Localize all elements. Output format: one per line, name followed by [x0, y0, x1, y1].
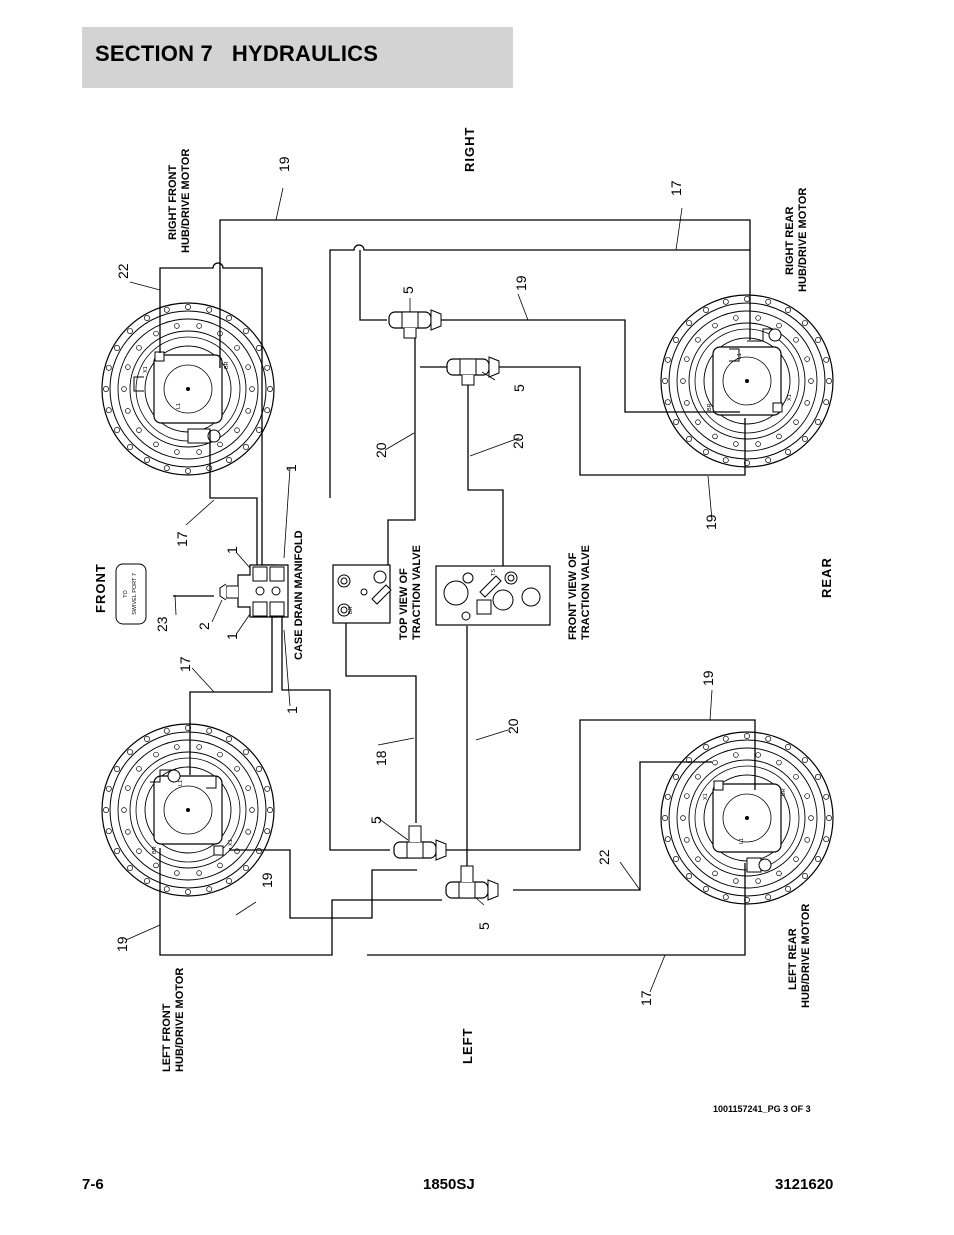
case-drain-manifold	[219, 564, 289, 618]
footer-page-number: 7-6	[82, 1176, 104, 1193]
swivel-to-label: TO	[123, 590, 129, 598]
callout-20: 20	[373, 442, 389, 458]
callout-1: 1	[284, 706, 300, 714]
tee-fitting-top-2	[446, 356, 500, 386]
lr-port-br: BR	[781, 788, 787, 796]
direction-rear: REAR	[819, 557, 834, 598]
drawing-number: 1001157241_PG 3 OF 3	[713, 1104, 811, 1114]
rf-motor-label-line1: RIGHT FRONT	[167, 165, 179, 240]
callout-19: 19	[703, 514, 719, 530]
direction-right: RIGHT	[462, 127, 477, 172]
valve-top-label-line2: TRACTION VALVE	[411, 545, 423, 640]
swivel-port-tag: TO SWIVEL PORT 7	[115, 563, 147, 625]
callout-19: 19	[276, 156, 292, 172]
callout-leaders	[125, 187, 713, 993]
callout-20: 20	[510, 433, 526, 449]
callout-19: 19	[259, 872, 275, 888]
traction-valve-front-view: TS	[435, 565, 551, 626]
footer-doc-number: 3121620	[775, 1176, 834, 1193]
rr-port-x1: X1	[787, 394, 793, 401]
callout-1: 1	[283, 464, 299, 472]
callout-17: 17	[174, 531, 190, 547]
callout-18: 18	[373, 750, 389, 766]
callout-22: 22	[115, 263, 131, 279]
callout-23: 23	[154, 616, 170, 632]
callout-22: 22	[596, 849, 612, 865]
rr-port-br: BR	[707, 403, 713, 411]
manifold-label: CASE DRAIN MANIFOLD	[293, 530, 305, 660]
hydraulic-lines	[159, 219, 756, 956]
rf-motor-label-line2: HUB/DRIVE MOTOR	[180, 149, 192, 253]
rf-port-br: BR	[224, 361, 230, 369]
callout-5: 5	[476, 922, 492, 930]
callout-20: 20	[505, 718, 521, 734]
left-front-motor: L1 BR X1	[101, 723, 275, 897]
tee-fitting-bottom-1	[393, 825, 447, 861]
callout-1: 1	[224, 546, 240, 554]
lr-port-x1: X1	[703, 793, 709, 800]
tee-fitting-top-1	[388, 309, 442, 339]
callout-5: 5	[400, 286, 416, 294]
lf-port-x1: X1	[228, 839, 234, 846]
callout-2: 2	[196, 622, 212, 630]
lf-port-l1: L1	[178, 780, 184, 786]
lr-port-l1: L1	[739, 838, 745, 844]
rf-port-l1: L1	[176, 403, 182, 409]
callout-19: 19	[700, 670, 716, 686]
lr-motor-label-line2: HUB/DRIVE MOTOR	[800, 904, 812, 1008]
callout-5: 5	[511, 384, 527, 392]
callout-17: 17	[668, 180, 684, 196]
section-title: SECTION 7 HYDRAULICS	[95, 41, 379, 66]
callout-5: 5	[368, 816, 384, 824]
valve-front-label-line2: TRACTION VALVE	[580, 545, 592, 640]
tee-fitting-bottom-2	[445, 865, 499, 901]
valve-top-label-line1: TOP VIEW OF	[398, 568, 410, 640]
right-front-motor: X1 L1 BR	[101, 302, 275, 476]
lf-motor-label-line2: HUB/DRIVE MOTOR	[174, 968, 186, 1072]
rr-motor-label-line1: RIGHT REAR	[784, 207, 796, 276]
direction-left: LEFT	[460, 1028, 475, 1065]
rf-port-x1: X1	[143, 366, 149, 373]
direction-front: FRONT	[93, 563, 108, 613]
right-rear-motor: L1 BR X1	[660, 294, 834, 468]
rr-port-l1: L1	[737, 353, 743, 359]
callout-19: 19	[114, 936, 130, 952]
callout-1: 1	[224, 632, 240, 640]
callout-19: 19	[513, 275, 529, 291]
lf-motor-label-line1: LEFT FRONT	[161, 1003, 173, 1072]
rr-motor-label-line2: HUB/DRIVE MOTOR	[797, 188, 809, 292]
left-rear-motor: X1 L1 BR	[660, 731, 834, 905]
lf-port-br: BR	[152, 846, 158, 854]
valve-top-port-br: BR	[348, 606, 354, 614]
valve-front-label-line1: FRONT VIEW OF	[567, 552, 579, 640]
callout-17: 17	[177, 656, 193, 672]
footer-model: 1850SJ	[423, 1176, 475, 1193]
swivel-port-label: SWIVEL PORT 7	[132, 573, 138, 615]
valve-front-port-ts: TS	[491, 569, 497, 576]
callout-17: 17	[638, 990, 654, 1006]
lr-motor-label-line1: LEFT REAR	[787, 928, 799, 990]
section-header-band	[82, 27, 513, 88]
traction-valve-top-view: BR	[332, 564, 392, 624]
